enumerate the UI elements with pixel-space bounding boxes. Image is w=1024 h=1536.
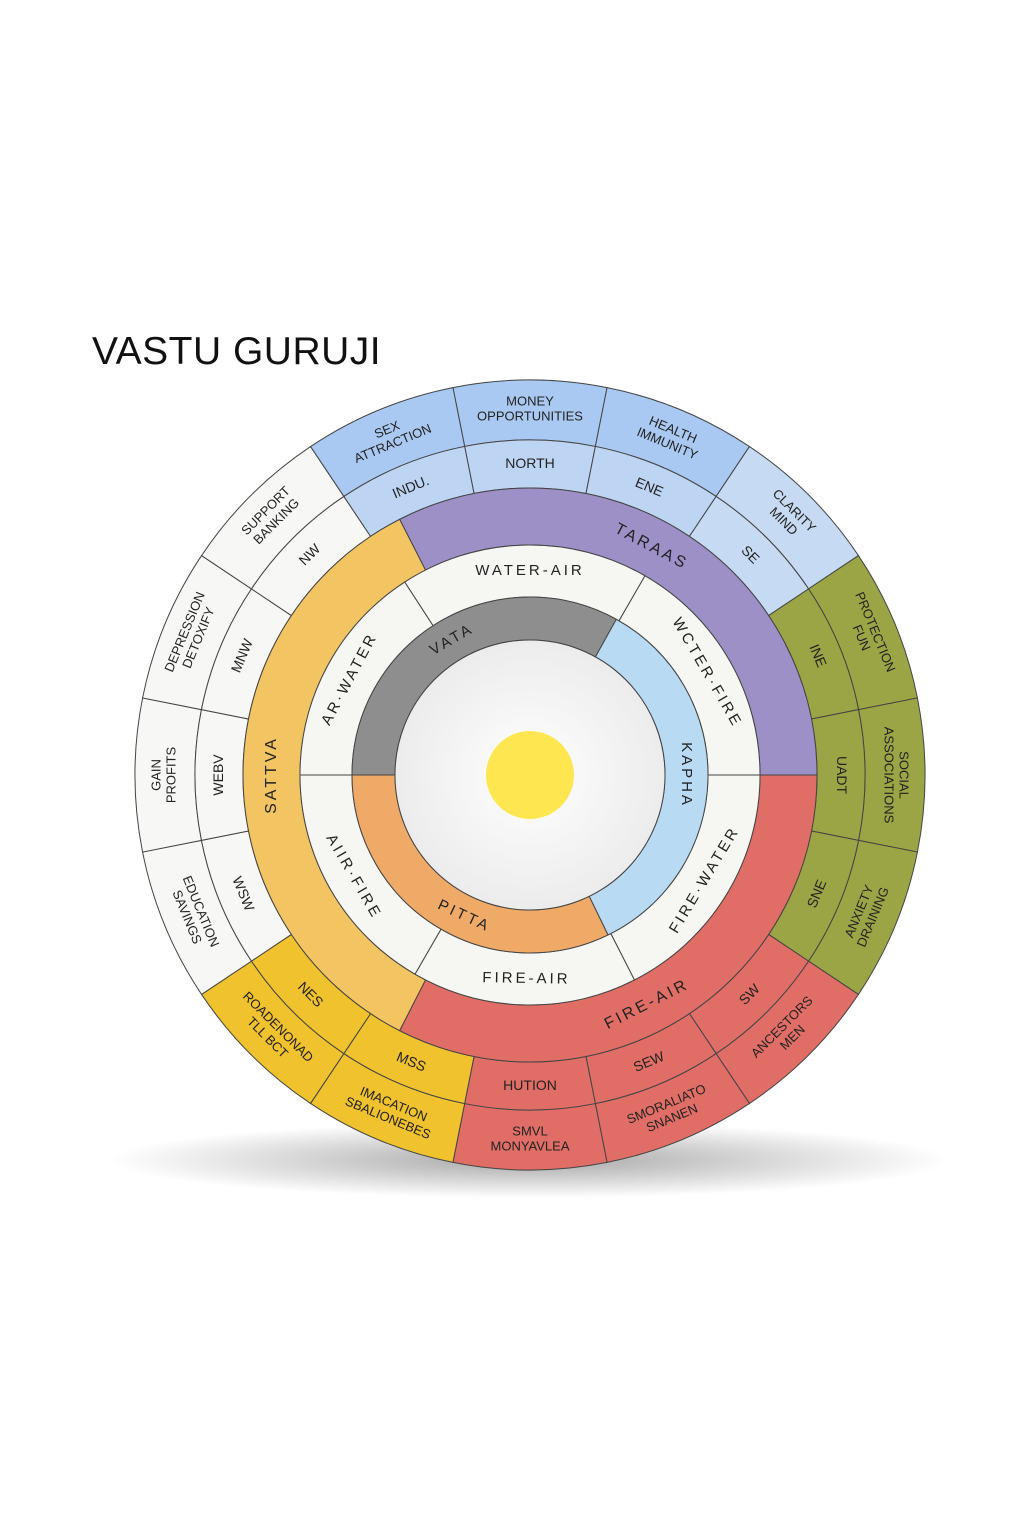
outer-segment-label: SOCIALASSOCIATIONS xyxy=(881,727,911,824)
outer-segment-label: GAINPROFITS xyxy=(149,747,179,804)
element-label-line: WATER-AIR xyxy=(475,562,585,579)
guna-label-line: SATTVA xyxy=(263,736,280,814)
dosha-label: KAPHA xyxy=(678,742,695,808)
direction-label-line: UADT xyxy=(834,756,850,795)
direction-label-line: NORTH xyxy=(505,455,555,471)
direction-label: NORTH xyxy=(505,455,555,471)
direction-label: UADT xyxy=(834,756,850,795)
outer-segment-label-line: MONYAVLEA xyxy=(491,1139,570,1154)
sun-icon xyxy=(486,731,574,819)
guna-label: SATTVA xyxy=(263,736,280,814)
dosha-label-line: KAPHA xyxy=(678,742,695,808)
outer-segment-label-line: SOCIAL xyxy=(896,751,911,799)
direction-label-line: HUTION xyxy=(503,1077,557,1093)
element-label: WATER-AIR xyxy=(475,562,585,579)
direction-label: HUTION xyxy=(503,1077,557,1093)
outer-segment-label-line: MONEY xyxy=(506,394,554,409)
element-label: FIRE-AIR xyxy=(482,969,570,988)
element-label-line: FIRE-AIR xyxy=(482,969,570,988)
outer-segment-label-line: PROFITS xyxy=(164,747,179,804)
outer-segment-label-line: SMVL xyxy=(512,1124,547,1139)
outer-segment-label-line: ASSOCIATIONS xyxy=(881,727,896,824)
outer-segment-label-line: OPPORTUNITIES xyxy=(477,409,583,424)
page-title: VASTU GURUJI xyxy=(92,330,382,373)
direction-label-line: WEBV xyxy=(210,754,226,796)
direction-label: WEBV xyxy=(210,754,226,796)
outer-segment-label-line: GAIN xyxy=(149,759,164,791)
